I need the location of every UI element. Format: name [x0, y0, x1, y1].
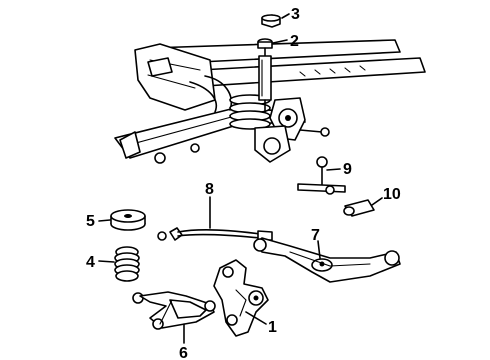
callout-8: 8 [205, 181, 214, 198]
leader-9 [326, 168, 341, 171]
leader-10 [371, 197, 383, 206]
installed-coil-spring [229, 94, 271, 130]
lower-control-arm [253, 237, 401, 283]
leader-2 [272, 39, 288, 44]
callout-3: 3 [291, 6, 300, 23]
steering-knuckle [213, 259, 269, 337]
leader-3 [281, 13, 290, 19]
callout-10: 10 [383, 186, 401, 203]
coil-spring [114, 246, 140, 282]
callout-9: 9 [343, 161, 352, 178]
stabilizer-bushing [343, 199, 375, 217]
callout-7: 7 [311, 227, 320, 244]
leader-1 [245, 311, 267, 325]
callout-labels: 1 2 3 4 5 6 7 8 9 10 [86, 6, 401, 360]
leader-7 [317, 240, 321, 259]
callout-5: 5 [86, 213, 95, 230]
brake-hose [157, 227, 273, 241]
stabilizer-link [297, 156, 346, 195]
shock-mount-cap [261, 14, 281, 28]
spring-insulator [110, 209, 146, 231]
leader-lines [98, 13, 383, 344]
upper-control-arm [132, 291, 216, 330]
leader-5 [98, 219, 111, 222]
callout-2: 2 [290, 33, 299, 50]
callout-1: 1 [268, 319, 277, 336]
shock-absorber [257, 38, 273, 113]
leader-4 [98, 260, 115, 263]
callout-6: 6 [179, 345, 188, 360]
callout-4: 4 [86, 254, 95, 271]
installed-knuckle-assembly [254, 97, 330, 163]
